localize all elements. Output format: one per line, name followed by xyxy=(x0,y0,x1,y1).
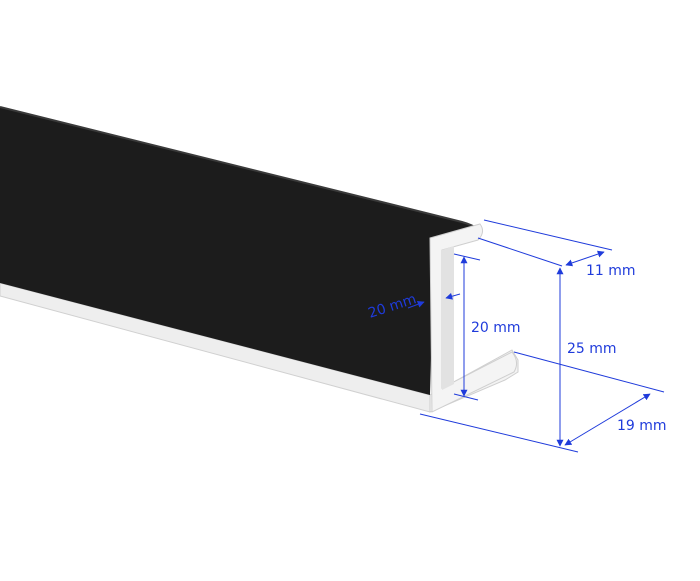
dim-label-total-height: 25 mm xyxy=(567,341,617,357)
profile-inner-wall xyxy=(442,246,454,390)
dim-label-inner-height: 20 mm xyxy=(471,320,521,336)
dim-label-bottom-depth: 19 mm xyxy=(617,418,667,434)
dimension-lines xyxy=(407,219,665,453)
dim-label-top-depth: 11 mm xyxy=(586,263,636,279)
profile-black-face xyxy=(0,107,480,395)
